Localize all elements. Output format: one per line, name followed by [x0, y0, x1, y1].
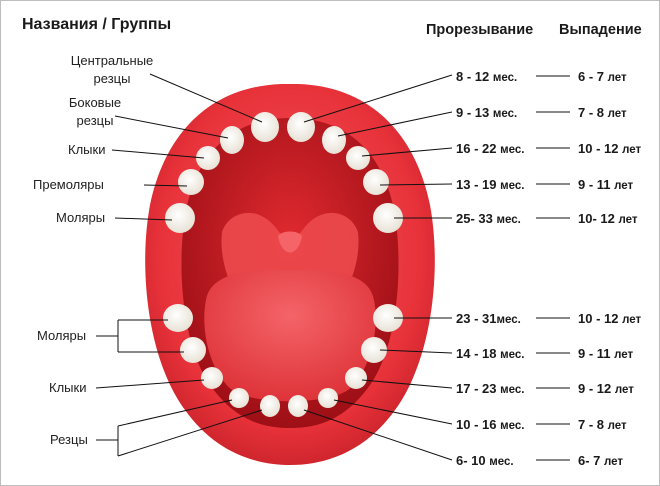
loss-value: 10 - 12 лет: [578, 311, 642, 326]
tooth: [373, 304, 403, 332]
tooth: [288, 395, 308, 417]
tooth: [178, 169, 204, 195]
header-names-groups: Названия / Группы: [22, 16, 172, 33]
tooth: [165, 203, 195, 233]
tooth: [163, 304, 193, 332]
upper-teeth: [165, 112, 403, 233]
tooth: [287, 112, 315, 142]
loss-value: 7 - 8 лет: [578, 105, 627, 120]
eruption-value: 17 - 23 мес.: [456, 381, 525, 396]
tongue: [204, 269, 376, 402]
tooth: [345, 367, 367, 389]
label-incisors-lower: Резцы: [50, 432, 88, 447]
label-lateral-incisors: Боковые резцы: [68, 95, 122, 128]
left-leader-lines: [95, 73, 263, 457]
right-leader-lines: [303, 74, 453, 461]
tooth: [361, 337, 387, 363]
tooth: [180, 337, 206, 363]
eruption-value: 10 - 16 мес.: [456, 417, 525, 432]
column-connectors: [536, 75, 570, 461]
loss-value: 10- 12 лет: [578, 211, 638, 226]
loss-value: 9 - 11 лет: [578, 177, 634, 192]
eruption-value: 23 - 31мес.: [456, 311, 521, 326]
header-loss: Выпадение: [559, 22, 642, 38]
eruption-value: 6- 10 мес.: [456, 453, 514, 468]
tooth: [201, 367, 223, 389]
lower-teeth: [163, 304, 403, 417]
tooth: [251, 112, 279, 142]
loss-value: 6 - 7 лет: [578, 69, 627, 84]
loss-value: 9 - 12 лет: [578, 381, 634, 396]
eruption-value: 9 - 13 мес.: [456, 105, 518, 120]
loss-value: 9 - 11 лет: [578, 346, 634, 361]
eruption-value: 13 - 19 мес.: [456, 177, 525, 192]
tooth: [346, 146, 370, 170]
eruption-value: 8 - 12 мес.: [456, 69, 518, 84]
label-canines-upper: Клыки: [68, 142, 106, 157]
tooth: [322, 126, 346, 154]
label-premolars: Премоляры: [33, 177, 104, 192]
eruption-value: 25- 33 мес.: [456, 211, 521, 226]
tooth: [229, 388, 249, 408]
uvula: [278, 231, 302, 253]
tooth: [318, 388, 338, 408]
tooth: [373, 203, 403, 233]
tooth: [220, 126, 244, 154]
label-canines-lower: Клыки: [49, 380, 87, 395]
loss-value: 7 - 8 лет: [578, 417, 627, 432]
tooth: [363, 169, 389, 195]
header-eruption: Прорезывание: [426, 22, 534, 38]
tooth: [260, 395, 280, 417]
label-molars-upper: Моляры: [56, 210, 106, 225]
tooth: [196, 146, 220, 170]
loss-value: 10 - 12 лет: [578, 141, 642, 156]
label-central-incisors: Центральные резцы: [70, 53, 154, 86]
soft-palate: [221, 212, 359, 282]
loss-value: 6- 7 лет: [578, 453, 624, 468]
label-molars-lower: Моляры: [37, 328, 87, 343]
eruption-value: 14 - 18 мес.: [456, 346, 525, 361]
eruption-value: 16 - 22 мес.: [456, 141, 525, 156]
